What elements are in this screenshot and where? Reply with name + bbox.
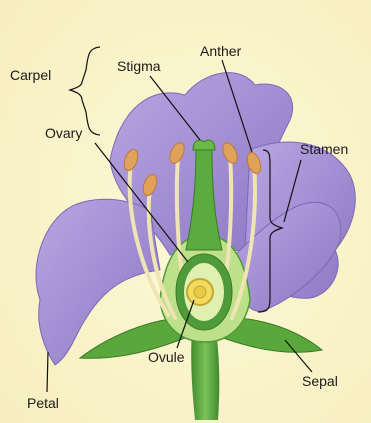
label-carpel: Carpel: [10, 67, 51, 83]
label-stigma: Stigma: [117, 58, 161, 74]
stem: [191, 330, 219, 420]
label-stamen: Stamen: [300, 141, 348, 157]
label-ovary: Ovary: [45, 125, 82, 141]
label-petal: Petal: [27, 395, 59, 411]
label-ovule: Ovule: [148, 349, 185, 365]
label-sepal: Sepal: [302, 373, 338, 389]
label-anther: Anther: [200, 43, 242, 59]
ovule-core: [194, 286, 206, 298]
stigma-shape: [193, 140, 215, 150]
